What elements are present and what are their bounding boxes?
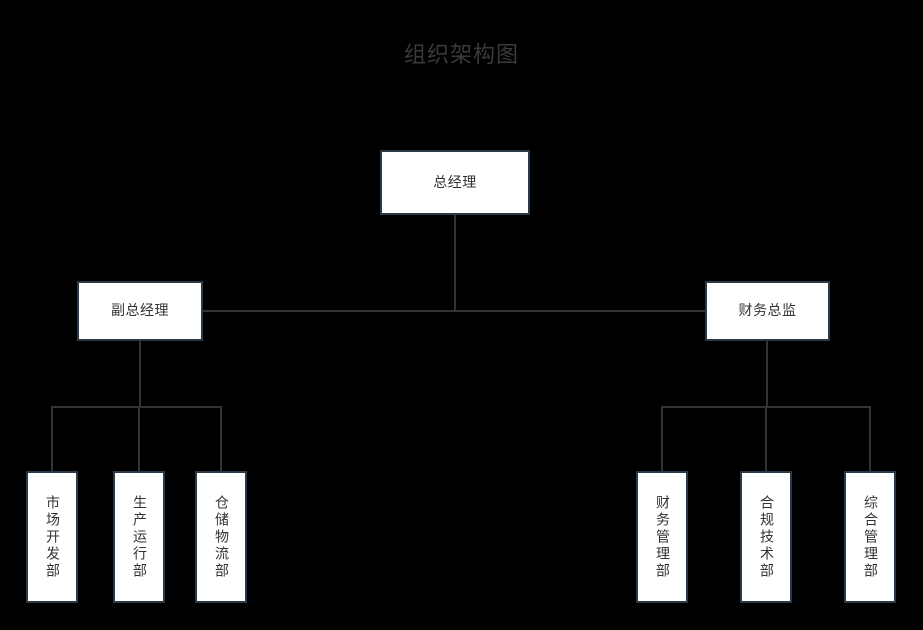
org-node-label: 仓储物流部 (213, 494, 229, 580)
connector-finance-drop (766, 341, 768, 407)
connector-to-production (138, 406, 140, 471)
connector-to-general-admin (869, 406, 871, 471)
org-node-label: 生产运行部 (131, 494, 147, 580)
org-node-label: 副总经理 (111, 303, 169, 319)
org-node-compliance-technology[interactable]: 合规技术部 (740, 471, 792, 603)
connector-to-warehouse (220, 406, 222, 471)
org-node-label: 综合管理部 (862, 494, 878, 580)
org-node-deputy-general-manager[interactable]: 副总经理 (77, 281, 203, 341)
connector-deputy-bus (52, 406, 222, 408)
connector-level2-bus (203, 310, 705, 312)
org-node-label: 财务总监 (738, 303, 797, 319)
org-node-general-administration[interactable]: 综合管理部 (844, 471, 896, 603)
org-node-label: 财务管理部 (654, 494, 670, 580)
org-node-warehouse-logistics[interactable]: 仓储物流部 (195, 471, 247, 603)
org-node-market-development[interactable]: 市场开发部 (26, 471, 78, 603)
org-node-label: 总经理 (433, 174, 477, 191)
connector-root-drop (454, 215, 456, 311)
org-node-finance-director[interactable]: 财务总监 (705, 281, 830, 341)
connector-to-market-dev (51, 406, 53, 471)
org-node-general-manager[interactable]: 总经理 (380, 150, 530, 215)
org-node-label: 合规技术部 (758, 494, 774, 580)
org-node-label: 市场开发部 (44, 494, 60, 580)
connector-deputy-drop (139, 341, 141, 407)
connector-to-finance-mgmt (661, 406, 663, 471)
connector-to-compliance-tech (765, 406, 767, 471)
org-node-production-operations[interactable]: 生产运行部 (113, 471, 165, 603)
org-node-finance-management[interactable]: 财务管理部 (636, 471, 688, 603)
page-title: 组织架构图 (403, 43, 519, 68)
